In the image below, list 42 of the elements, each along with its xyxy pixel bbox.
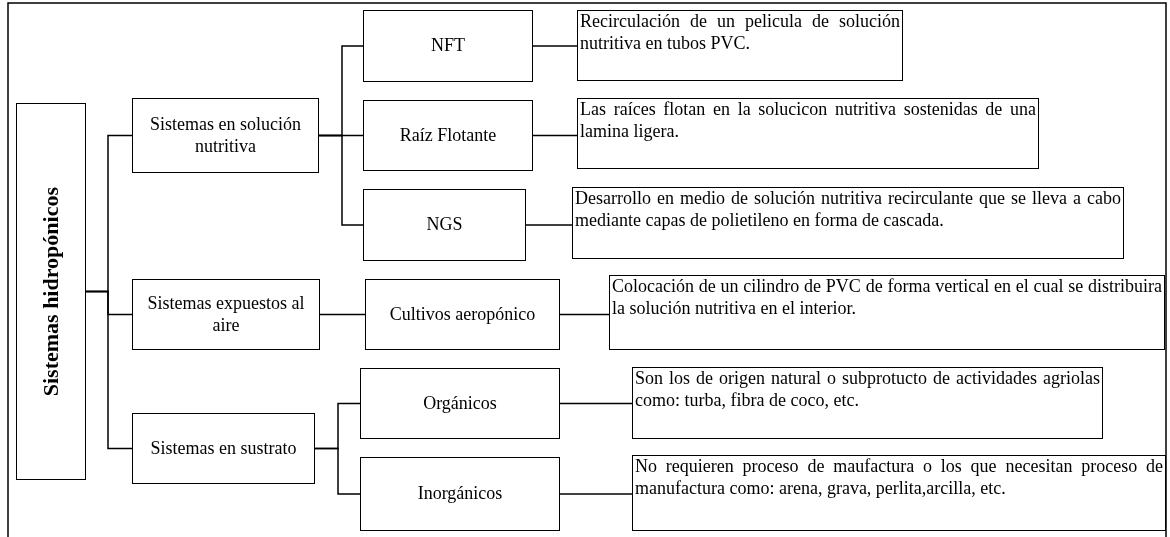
label-text: Inorgánicos: [417, 483, 503, 505]
category-box: [363, 10, 533, 82]
label-text: Orgánicos: [423, 392, 497, 415]
label-text: NGS: [426, 214, 463, 236]
description-text: No requieren proceso de maufactura o los que necesitan proceso de manufactura como: arena, grava, perlita,arcilla, etc.: [635, 456, 1163, 500]
category-box: [132, 98, 319, 173]
label-text: Raíz Flotante: [399, 124, 497, 147]
category-box: [360, 368, 560, 439]
category-box: [363, 100, 533, 171]
description-text: Colocación de un cilindro de PVC de forma vertical en el cual se distribuira la solución nutritiva en el interior.: [612, 276, 1162, 320]
connector-line: [525, 224, 573, 226]
category-box: [363, 189, 526, 261]
description-box: [577, 98, 1039, 169]
label-text: Sistemas en solución nutritiva: [149, 113, 302, 158]
label-text: Sistemas en sustrato: [150, 437, 297, 460]
connector-line: [559, 313, 610, 316]
root-box: [16, 103, 86, 480]
label-text: NFT: [431, 35, 465, 57]
description-box: [609, 275, 1165, 350]
connector-line: [85, 290, 133, 450]
connector-line: [559, 493, 633, 495]
connector-line: [314, 447, 361, 495]
connector-line: [532, 134, 578, 137]
description-box: [632, 455, 1166, 531]
connector-line: [319, 313, 366, 316]
label-text: Sistemas expuestos al aire: [146, 292, 306, 337]
connector-line: [559, 402, 633, 405]
description-text: Las raíces flotan en la solucicon nutritiva sostenidas de una lamina ligera.: [580, 99, 1036, 143]
label-text: Sistemas hidropónicos: [37, 186, 64, 397]
category-box: [365, 279, 560, 350]
label-text: Cultivos aeropónico: [389, 303, 536, 326]
category-box: [132, 413, 315, 484]
connector-line: [318, 134, 364, 226]
description-text: Desarrollo en medio de solución nutritiva recirculante que se lleva a cabo mediante capas de polietileno en forma de cascada.: [575, 188, 1121, 232]
description-box: [632, 367, 1103, 439]
description-text: Recirculación de un pelicula de solución nutritiva en tubos PVC.: [580, 11, 900, 55]
description-box: [572, 187, 1124, 259]
description-box: [577, 10, 903, 81]
description-text: Son los de origen natural o subprotucto de actividades agriolas como: turba, fibra de coco, etc.: [635, 368, 1100, 412]
category-box: [132, 279, 320, 350]
connector-line: [532, 45, 578, 47]
category-box: [360, 457, 560, 531]
